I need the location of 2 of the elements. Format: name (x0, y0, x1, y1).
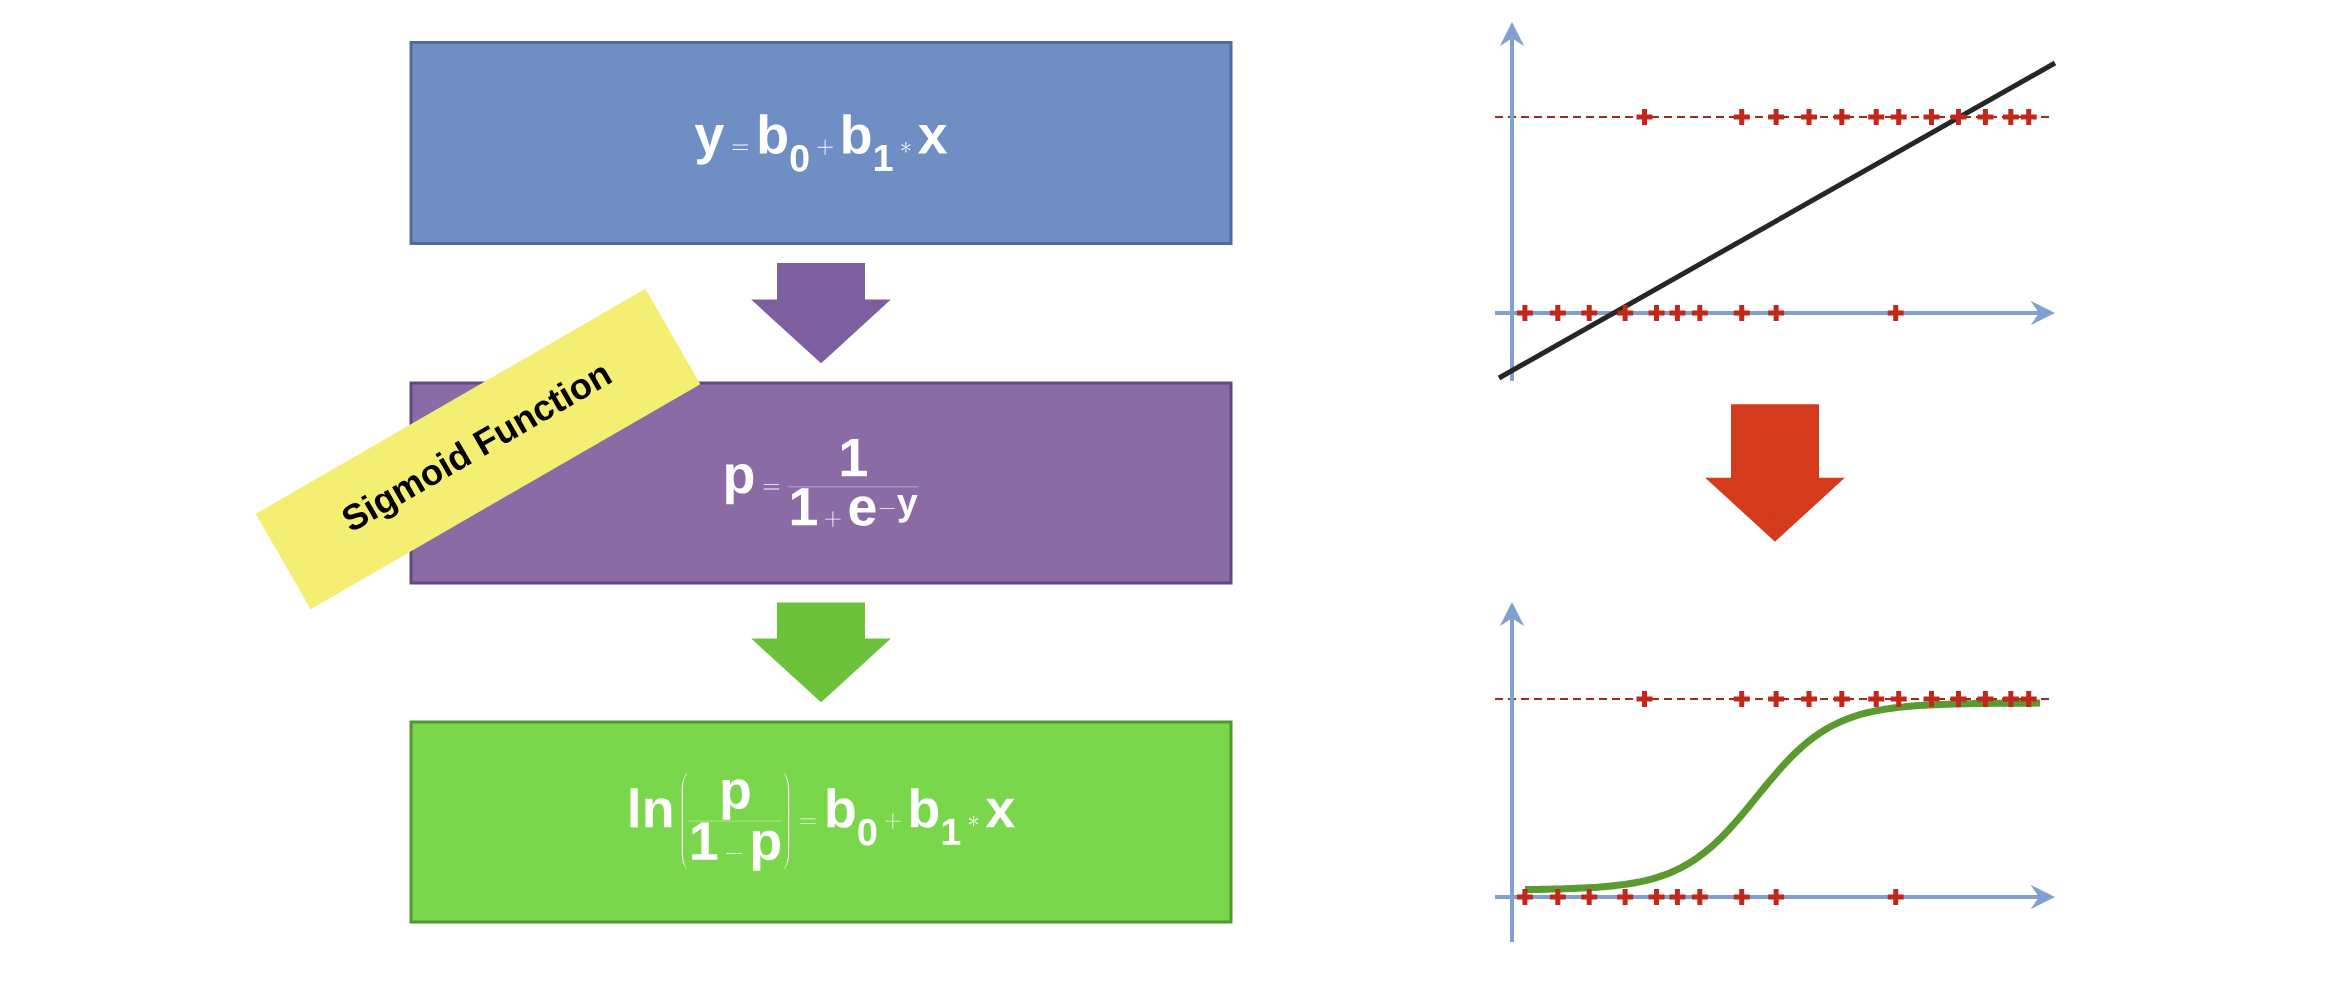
formula-box: $\ln\left(\frac{p}{1 - p}\right) = b_{0} + b_{1}*x$ (409, 720, 1233, 924)
formula-box: $y = b_{0} + b_{1}*x$ (409, 41, 1233, 245)
